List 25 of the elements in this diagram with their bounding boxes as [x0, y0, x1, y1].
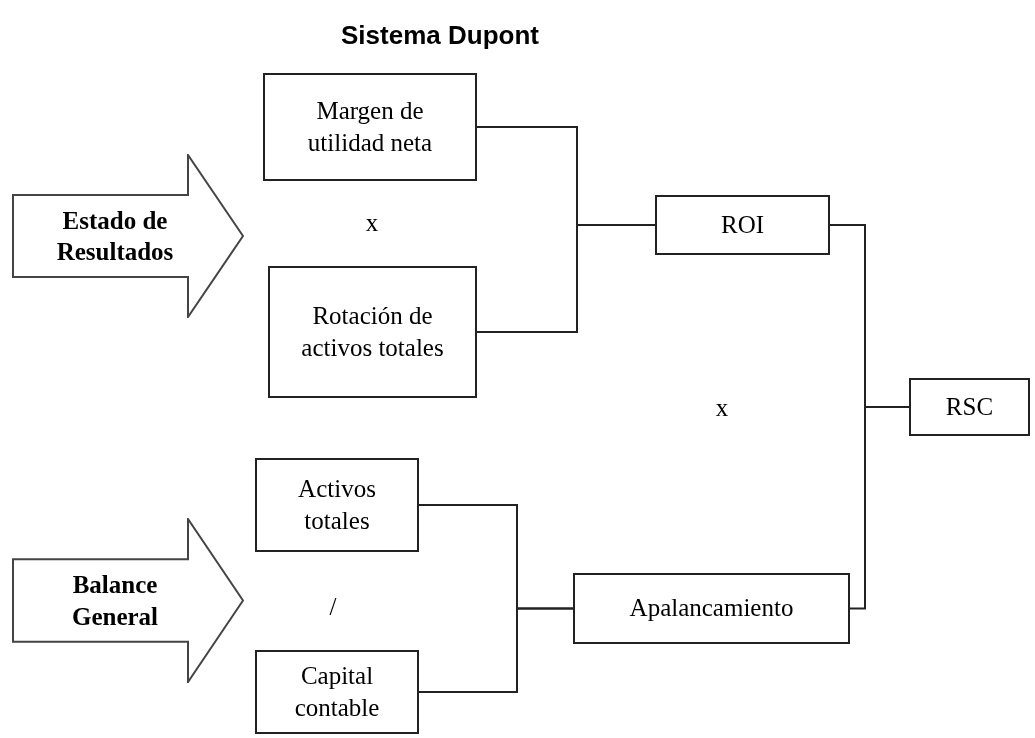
- process-box: [255, 458, 419, 552]
- box-label: ROI: [720, 209, 765, 240]
- arrow-label: Balance General: [70, 570, 160, 632]
- box-label: Rotación de activos totales: [300, 300, 445, 363]
- operator-symbol: /: [329, 592, 337, 623]
- block-arrow: [12, 154, 244, 318]
- box-label: Activos totales: [297, 473, 377, 536]
- block-arrow: [12, 518, 244, 683]
- process-box: [909, 378, 1030, 436]
- connector-line: [476, 224, 656, 333]
- operator-symbol: x: [365, 208, 379, 239]
- box-label: Apalancamiento: [629, 593, 794, 624]
- diagram-title: Sistema Dupont: [340, 19, 540, 52]
- box-label: RSC: [945, 391, 994, 422]
- box-label: Capital contable: [293, 660, 381, 723]
- operator-symbol: x: [715, 393, 729, 424]
- process-box: [655, 195, 830, 255]
- process-box: [255, 650, 419, 734]
- connector-line: [418, 607, 574, 693]
- process-box: [268, 266, 477, 398]
- arrow-label: Estado de Resultados: [55, 205, 175, 267]
- connector-line: [849, 406, 910, 610]
- box-label: Margen de utilidad neta: [306, 95, 434, 158]
- process-box: [573, 573, 850, 644]
- process-box: [263, 73, 477, 181]
